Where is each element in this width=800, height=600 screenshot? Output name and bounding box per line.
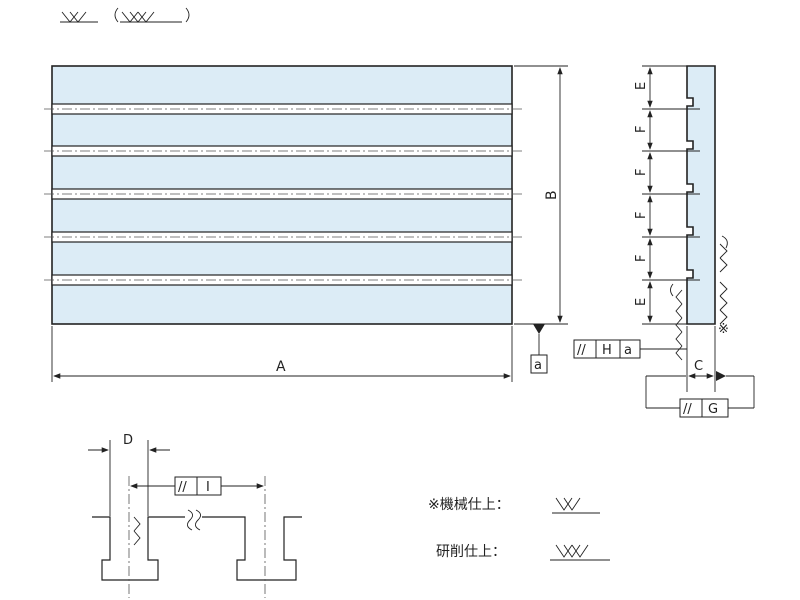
tol-i-value: I <box>206 480 210 495</box>
datum-arrow <box>716 371 726 381</box>
datum-triangle <box>533 324 545 334</box>
front-view: A B a <box>44 65 568 382</box>
dim-a-label: A <box>276 359 286 375</box>
legend-machined-symbol <box>552 497 600 514</box>
detail-view: D // I <box>88 433 302 598</box>
dim-b-label: B <box>544 190 560 200</box>
dim-e-label: E <box>634 298 649 306</box>
dim-f-label: F <box>634 169 649 176</box>
header-symbols: ▽▽ 〔▽▽▽〕 <box>60 7 190 23</box>
t-slots <box>44 103 522 286</box>
tol-ref: a <box>624 343 632 358</box>
tol-parallel-symbol: // <box>178 480 187 495</box>
legend-machined-label: ※機械仕上： <box>428 497 510 513</box>
tol-parallel-symbol: // <box>683 402 692 417</box>
legend: ※機械仕上： 研削仕上： ▽▽ ▽▽▽ <box>428 497 610 561</box>
dim-d-label: D <box>123 433 133 448</box>
break-mark <box>187 509 201 531</box>
legend-ground-label: 研削仕上： <box>436 544 506 560</box>
finish-symbol-slot <box>133 516 141 546</box>
datum-box <box>530 354 548 374</box>
slot-section-right <box>202 516 302 581</box>
dim-f-label: F <box>634 212 649 219</box>
side-view: E F F F F E ※ // H a C <box>573 65 755 418</box>
note-mark: ※ <box>718 322 729 337</box>
slot-section-left <box>92 516 185 581</box>
dim-c-label: C <box>694 359 703 374</box>
side-profile <box>686 65 716 325</box>
ground-finish-symbol <box>114 7 190 23</box>
tol-frame-cell <box>196 476 222 496</box>
tol-h-value: H <box>602 343 612 358</box>
tol-g-value: G <box>708 402 718 417</box>
dim-f-label: F <box>634 126 649 133</box>
finish-bracket <box>721 235 728 249</box>
finish-symbol-ground <box>675 289 683 361</box>
finish-symbol-right <box>719 281 728 325</box>
dim-e-label: E <box>634 82 649 90</box>
dim-f-label: F <box>634 255 649 262</box>
datum-label: a <box>534 358 542 373</box>
tol-frame-cell <box>701 398 729 418</box>
finish-symbol-right <box>719 243 728 273</box>
tol-parallel-symbol: // <box>577 343 586 358</box>
legend-ground-symbol <box>550 544 610 561</box>
finish-bracket <box>670 283 674 297</box>
machined-finish-symbol <box>60 11 98 23</box>
